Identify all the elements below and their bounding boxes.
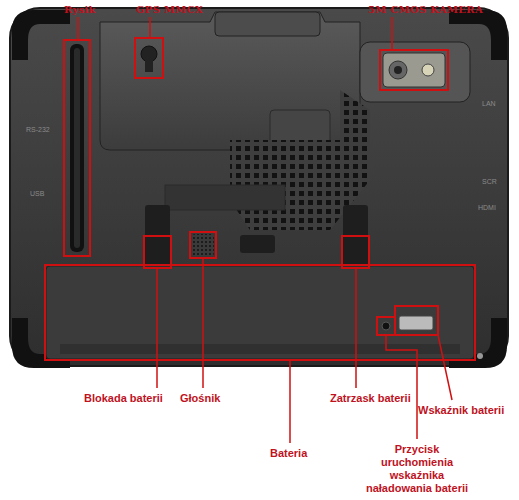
part-label: Rysik (64, 3, 96, 16)
part-label: Przycisk uruchomienia wskaźnika naładowa… (362, 443, 472, 495)
part-label: Zatrzask baterii (330, 392, 411, 405)
port-label: LAN (482, 100, 496, 108)
part-label: 5M CMOS KAMERA (368, 3, 483, 16)
part-label: Bateria (270, 447, 307, 460)
part-label: GPS MMCX (136, 3, 203, 16)
part-label: Blokada baterii (84, 392, 163, 405)
port-label: USB (30, 190, 44, 198)
port-label: RS-232 (26, 126, 50, 134)
part-label: Głośnik (180, 392, 220, 405)
part-label: Wskaźnik baterii (418, 404, 504, 417)
port-label: SCR (482, 178, 497, 186)
port-label: HDMI (478, 204, 496, 212)
